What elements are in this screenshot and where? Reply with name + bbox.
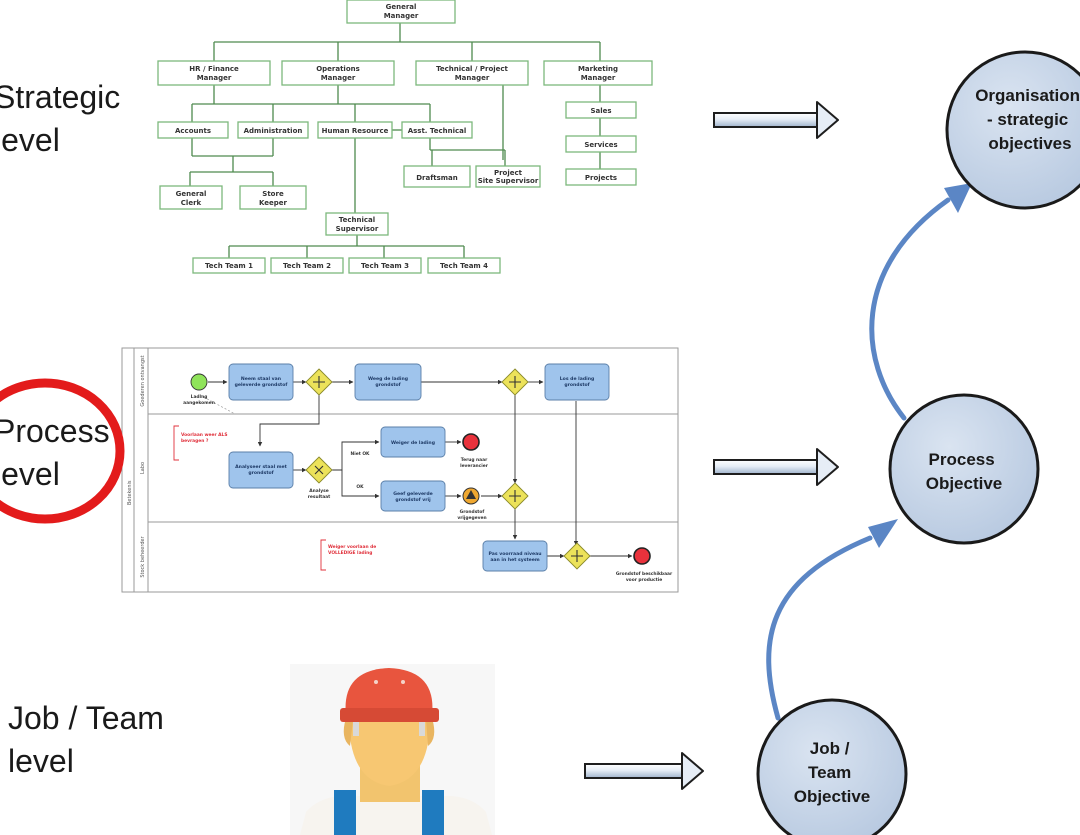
block-arrows [584,101,839,790]
task-reject-load: Weiger de lading [391,440,435,446]
gateway-markers [313,376,583,562]
org-tech-team-3: Tech Team 3 [361,262,409,270]
curve-process-to-organisation [869,197,951,421]
process-level-label: Process level [0,410,110,496]
job-level-label: Job / Team level [8,697,164,783]
bpmn-end-event-return [462,433,480,451]
strategic-level-line1: Strategic [0,79,121,115]
label-not-ok: Niet OK [351,451,371,457]
organisation-objective-circle [945,50,1080,210]
bpmn-lane-stock: Stock beheerder [140,535,146,577]
org-tech-team-1: Tech Team 1 [205,262,253,270]
curve-arrowhead-2 [944,183,972,213]
bpmn-flows [208,379,633,559]
block-arrow-strategic [713,101,839,139]
job-objective-circle [756,698,908,835]
process-level-line2: level [0,456,60,492]
job-objective-text: Job / Team Objective [794,739,871,806]
org-sales: Sales [590,107,611,115]
process-level-line1: Process [0,413,110,449]
label-ok: OK [356,484,364,490]
org-connectors [189,23,601,258]
org-tech-team-4: Tech Team 4 [440,262,488,270]
bpmn-lane-goods-receipt: Goederen ontvangst [140,355,146,406]
org-services: Services [584,141,617,149]
objective-circles: Organisation - strategic objectives Proc… [756,50,1080,835]
bpmn-end-event-available [633,547,651,565]
curve-arrowhead-1 [868,519,898,548]
strategic-level-label: Strategic level [0,76,120,162]
process-objective-circle [888,393,1040,545]
bpmn-lane-lab: Labo [140,462,146,474]
bpmn-tasks [228,363,610,572]
org-human-resource: Human Resource [322,127,389,135]
org-boxes [157,0,653,274]
curve-job-to-process [766,535,873,721]
org-draftsman: Draftsman [416,174,458,182]
org-asst-technical: Asst. Technical [408,127,467,135]
process-level-highlight-ring [0,378,125,524]
org-administration: Administration [244,127,303,135]
block-arrow-process [713,448,839,486]
org-tech-team-2: Tech Team 2 [283,262,331,270]
annotation-bracket-1 [173,425,179,461]
org-projects: Projects [585,174,617,182]
process-objective-text: Process Objective [926,450,1003,493]
annotation-bracket-2 [320,539,326,571]
warning-icon [466,490,476,499]
org-accounts: Accounts [175,127,211,135]
block-arrow-job [584,752,704,790]
bpmn-pool-label: Betekenis [127,480,133,505]
organisation-objective-text: Organisation - strategic objectives [975,86,1080,153]
bpmn-start-event [190,373,208,391]
job-level-line2: level [8,743,74,779]
worker-icon [290,664,495,835]
job-level-line1: Job / Team [8,700,164,736]
curved-arrows [766,197,951,721]
process-diagram: Betekenis Goederen ontvangst Labo Stock … [121,347,679,593]
strategic-level-line2: level [0,122,60,158]
